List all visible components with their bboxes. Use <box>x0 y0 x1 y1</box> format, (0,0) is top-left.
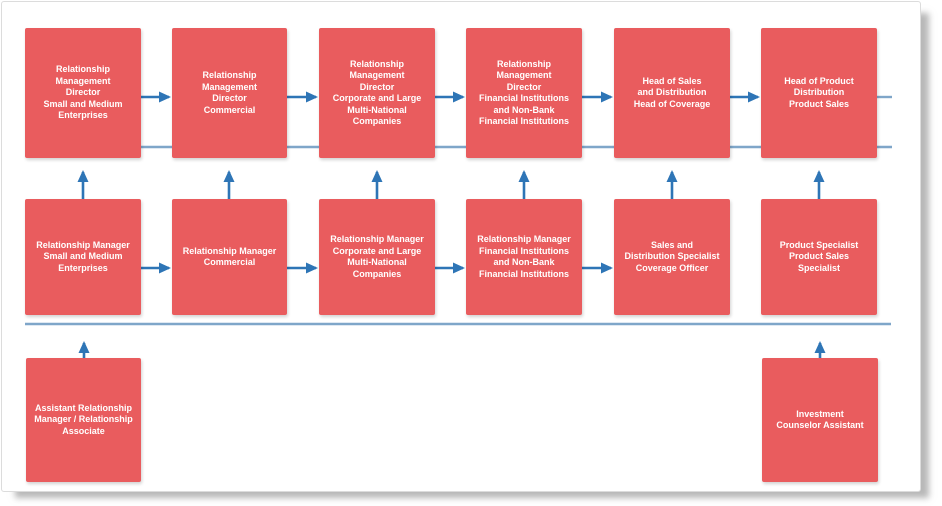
node-label: Relationship Management Director Corpora… <box>332 58 422 127</box>
node-assistant-relationship-manager: Assistant Relationship Manager / Relatio… <box>26 358 141 482</box>
node-label: Sales and Distribution Specialist Covera… <box>624 239 720 273</box>
node-sales-distribution-specialist: Sales and Distribution Specialist Covera… <box>614 199 730 315</box>
node-label: Assistant Relationship Manager / Relatio… <box>34 402 133 436</box>
node-rm-financial-institutions: Relationship Manager Financial Instituti… <box>466 199 582 315</box>
node-rm-director-sme: Relationship Management Director Small a… <box>25 28 141 158</box>
node-rm-sme: Relationship Manager Small and Medium En… <box>25 199 141 315</box>
node-rm-corporate: Relationship Manager Corporate and Large… <box>319 199 435 315</box>
node-label: Head of Product Distribution Product Sal… <box>784 75 854 109</box>
node-rm-commercial: Relationship Manager Commercial <box>172 199 287 315</box>
node-label: Relationship Manager Small and Medium En… <box>36 239 130 273</box>
node-head-sales-distribution: Head of Sales and Distribution Head of C… <box>614 28 730 158</box>
node-label: Product Specialist Product Sales Special… <box>779 239 859 273</box>
node-label: Relationship Management Director Small a… <box>43 64 123 121</box>
node-label: Relationship Manager Commercial <box>182 245 277 268</box>
node-investment-counselor-assistant: Investment Counselor Assistant <box>762 358 878 482</box>
node-rm-director-financial-institutions: Relationship Management Director Financi… <box>466 28 582 158</box>
node-label: Relationship Management Director Financi… <box>478 58 569 127</box>
node-rm-director-corporate: Relationship Management Director Corpora… <box>319 28 435 158</box>
node-product-specialist: Product Specialist Product Sales Special… <box>761 199 877 315</box>
node-label: Relationship Management Director Commerc… <box>201 70 257 115</box>
node-label: Relationship Manager Corporate and Large… <box>330 234 424 279</box>
node-head-product-distribution: Head of Product Distribution Product Sal… <box>761 28 877 158</box>
node-label: Head of Sales and Distribution Head of C… <box>633 75 711 109</box>
node-label: Investment Counselor Assistant <box>776 408 864 431</box>
node-rm-director-commercial: Relationship Management Director Commerc… <box>172 28 287 158</box>
node-label: Relationship Manager Financial Instituti… <box>477 234 571 279</box>
